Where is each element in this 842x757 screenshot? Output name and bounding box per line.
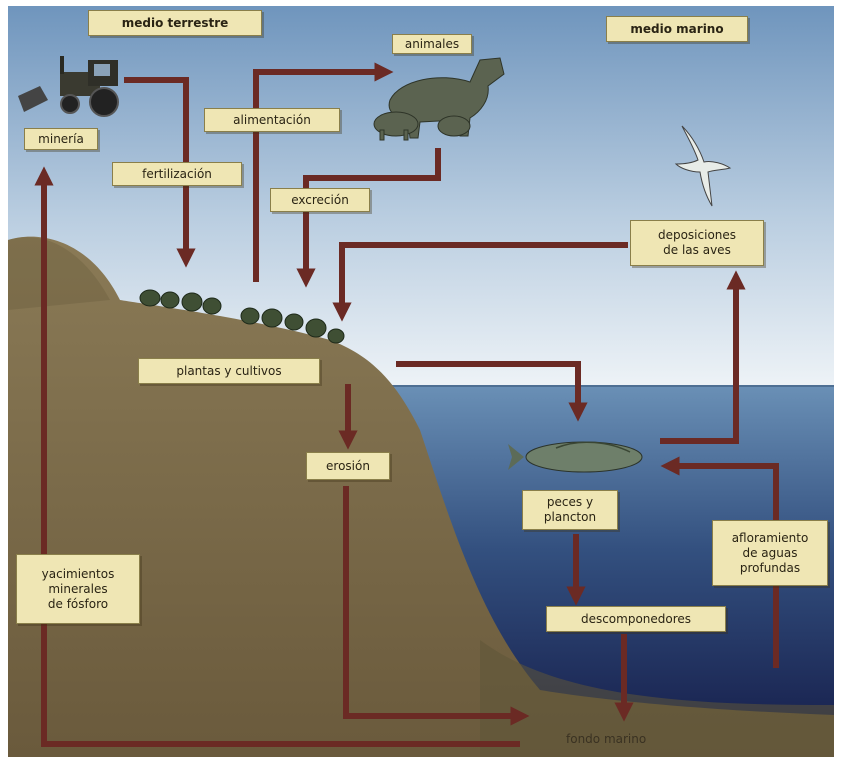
hill-shade [8, 237, 110, 310]
label-excrecion: excreción [270, 188, 370, 212]
arrows [34, 62, 779, 747]
fish-icon [508, 441, 643, 473]
arrow-afloramiento [660, 456, 779, 668]
label-medio-marino: medio marino [606, 16, 748, 42]
arrow-excrecion [296, 148, 441, 288]
label-fertilizacion: fertilización [112, 162, 242, 186]
arrow-fish-to-birds [660, 270, 746, 444]
animals-icon [373, 57, 505, 141]
label-plantas-y-cultivos: plantas y cultivos [138, 358, 320, 384]
arrow-fertilizacion [124, 77, 196, 268]
label-medio-terrestre: medio terrestre [88, 10, 262, 36]
label-yacimientos: yacimientos minerales de fósforo [16, 554, 140, 624]
bird-icon [674, 125, 732, 207]
label-deposiciones: deposiciones de las aves [630, 220, 764, 266]
arrow-yacimientos [34, 166, 520, 747]
sea-floor [480, 640, 834, 757]
tractor-icon [18, 56, 119, 117]
plants-icon [139, 289, 345, 344]
label-descomponedores: descomponedores [546, 606, 726, 632]
label-erosion: erosión [306, 452, 390, 480]
label-mineria: minería [24, 128, 98, 150]
label-afloramiento: afloramiento de aguas profundas [712, 520, 828, 586]
arrow-erosion-floor [343, 486, 530, 726]
label-animales: animales [392, 34, 472, 54]
label-alimentacion: alimentación [204, 108, 340, 132]
arrow-deposiciones [332, 242, 628, 322]
label-peces-y-plancton: peces y plancton [522, 490, 618, 530]
label-fondo-marino: fondo marino [566, 732, 647, 746]
arrow-runoff [396, 361, 588, 422]
arrow-alimentacion [253, 62, 394, 282]
